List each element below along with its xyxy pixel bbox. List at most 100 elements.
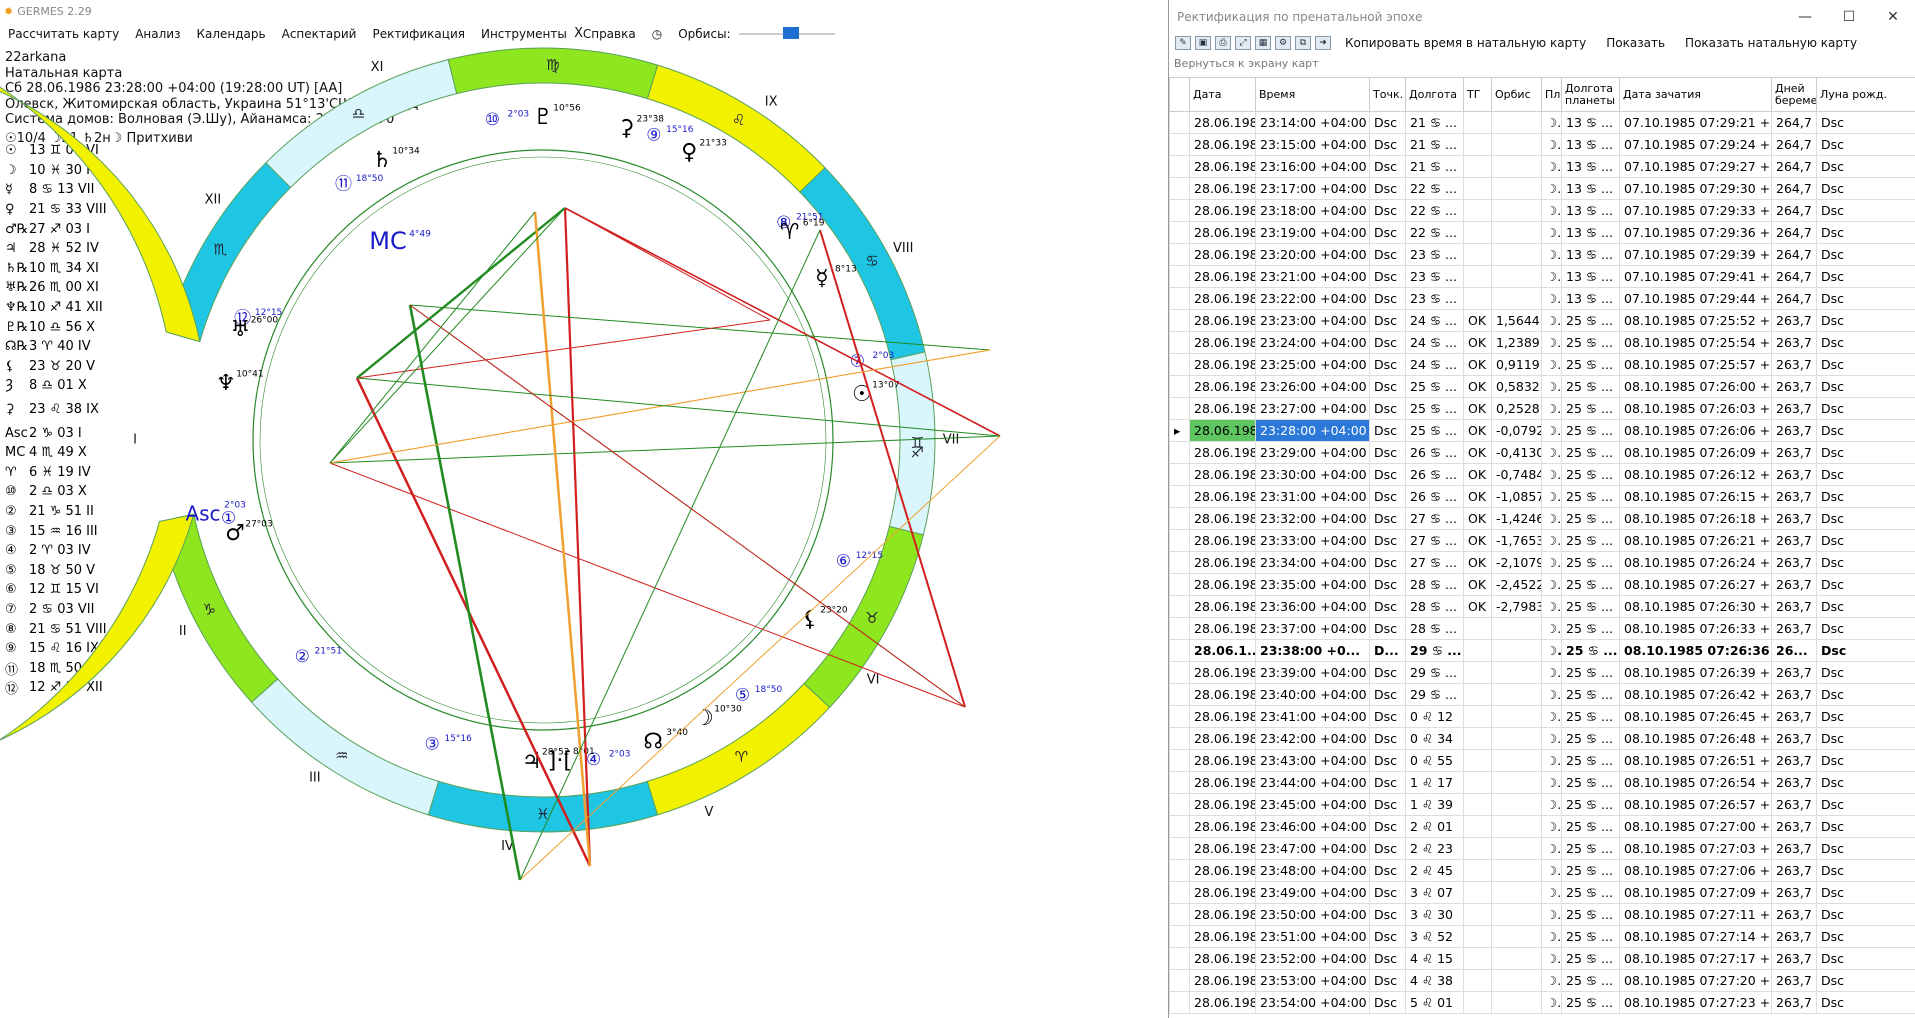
table-cell[interactable]: -2,4522	[1491, 573, 1542, 596]
table-cell[interactable]: 08.10.1985 07:26:57 +04:00	[1619, 793, 1772, 816]
table-cell[interactable]: 25 ♋ ...	[1561, 639, 1620, 662]
table-cell[interactable]: 08.10.1985 07:26:21 +04:00	[1619, 529, 1772, 552]
table-cell[interactable]: ☽.	[1541, 331, 1562, 354]
table-cell[interactable]: 25 ♋ ...	[1561, 551, 1620, 574]
table-cell[interactable]: 263,7	[1771, 903, 1817, 926]
table-cell[interactable]: 23:28:00 +04:00	[1255, 419, 1370, 442]
table-cell[interactable]: 263,7	[1771, 991, 1817, 1014]
table-cell[interactable]: 22 ♋ ...	[1405, 221, 1464, 244]
table-cell[interactable]: 28.06.1986	[1189, 881, 1256, 904]
table-cell[interactable]	[1463, 859, 1492, 882]
table-cell[interactable]: Dsc	[1816, 507, 1915, 530]
table-cell[interactable]: Dsc	[1816, 177, 1915, 200]
table-cell[interactable]: 08.10.1985 07:26:54 +04:00	[1619, 771, 1772, 794]
table-cell[interactable]: 263,7	[1771, 727, 1817, 750]
table-cell[interactable]: 4 ♌ 15	[1405, 947, 1464, 970]
row-indicator[interactable]	[1169, 705, 1190, 728]
table-cell[interactable]: 25 ♋ ...	[1405, 397, 1464, 420]
table-cell[interactable]	[1491, 793, 1542, 816]
table-cell[interactable]: 07.10.1985 07:29:21 +04:00	[1619, 111, 1772, 134]
table-cell[interactable]: ☽.	[1541, 375, 1562, 398]
table-cell[interactable]: 28.06.1986	[1189, 661, 1256, 684]
table-cell[interactable]: 23:17:00 +04:00	[1255, 177, 1370, 200]
table-cell[interactable]: ☽.	[1541, 177, 1562, 200]
table-cell[interactable]: 28.06.1986	[1189, 199, 1256, 222]
table-cell[interactable]	[1491, 683, 1542, 706]
col-planet[interactable]: Пл	[1541, 77, 1562, 112]
table-cell[interactable]	[1463, 903, 1492, 926]
table-cell[interactable]: OK	[1463, 375, 1492, 398]
row-indicator[interactable]	[1169, 243, 1190, 266]
table-cell[interactable]: Dsc	[1369, 881, 1406, 904]
table-cell[interactable]: 21 ♋ ...	[1405, 111, 1464, 134]
table-cell[interactable]	[1463, 265, 1492, 288]
table-cell[interactable]: ☽.	[1541, 573, 1562, 596]
table-cell[interactable]: ☽.	[1541, 111, 1562, 134]
table-cell[interactable]: 4 ♌ 38	[1405, 969, 1464, 992]
minimize-button[interactable]: —	[1798, 8, 1812, 25]
table-cell[interactable]: Dsc	[1816, 419, 1915, 442]
row-indicator[interactable]	[1169, 133, 1190, 156]
table-cell[interactable]: 22 ♋ ...	[1405, 199, 1464, 222]
table-cell[interactable]: Dsc	[1369, 837, 1406, 860]
table-cell[interactable]: Dsc	[1369, 705, 1406, 728]
expand-icon[interactable]: ⤢	[1235, 36, 1251, 50]
table-cell[interactable]: 29 ♋ ...	[1405, 661, 1464, 684]
table-cell[interactable]: ☽.	[1541, 595, 1562, 618]
table-cell[interactable]: ☽.	[1541, 837, 1562, 860]
table-cell[interactable]: 07.10.1985 07:29:44 +04:00	[1619, 287, 1772, 310]
export-icon[interactable]: ➜	[1315, 36, 1331, 50]
row-indicator[interactable]	[1169, 309, 1190, 332]
table-cell[interactable]: Dsc	[1369, 243, 1406, 266]
table-cell[interactable]	[1463, 925, 1492, 948]
table-cell[interactable]	[1463, 683, 1492, 706]
table-cell[interactable]: Dsc	[1816, 947, 1915, 970]
table-cell[interactable]: 28.06.1986	[1189, 683, 1256, 706]
table-cell[interactable]: ☽.	[1541, 353, 1562, 376]
row-indicator[interactable]	[1169, 551, 1190, 574]
table-cell[interactable]: Dsc	[1369, 287, 1406, 310]
table-cell[interactable]: Dsc	[1816, 969, 1915, 992]
table-cell[interactable]: ☽.	[1541, 727, 1562, 750]
table-cell[interactable]: 23:33:00 +04:00	[1255, 529, 1370, 552]
table-cell[interactable]: OK	[1463, 551, 1492, 574]
table-cell[interactable]	[1491, 661, 1542, 684]
table-cell[interactable]: 28.06.1986	[1189, 441, 1256, 464]
table-cell[interactable]: 263,7	[1771, 463, 1817, 486]
table-cell[interactable]: 24 ♋ ...	[1405, 309, 1464, 332]
table-cell[interactable]: 08.10.1985 07:25:54 +04:00	[1619, 331, 1772, 354]
row-indicator[interactable]	[1169, 925, 1190, 948]
table-cell[interactable]: 28.06.1986	[1189, 859, 1256, 882]
table-cell[interactable]	[1463, 749, 1492, 772]
table-cell[interactable]: ☽.	[1541, 705, 1562, 728]
table-cell[interactable]: Dsc	[1369, 441, 1406, 464]
table-cell[interactable]: 25 ♋ ...	[1561, 705, 1620, 728]
row-indicator[interactable]	[1169, 573, 1190, 596]
table-cell[interactable]: 08.10.1985 07:27:11 +04:00	[1619, 903, 1772, 926]
table-cell[interactable]	[1491, 969, 1542, 992]
table-cell[interactable]: 08.10.1985 07:26:24 +04:00	[1619, 551, 1772, 574]
table-cell[interactable]: 263,7	[1771, 551, 1817, 574]
table-cell[interactable]	[1491, 771, 1542, 794]
table-cell[interactable]: OK	[1463, 463, 1492, 486]
table-cell[interactable]: OK	[1463, 507, 1492, 530]
table-cell[interactable]: 29 ♋ ...	[1405, 639, 1464, 662]
row-indicator[interactable]	[1169, 661, 1190, 684]
table-cell[interactable]: ☽.	[1541, 155, 1562, 178]
table-cell[interactable]: ☽.	[1541, 661, 1562, 684]
table-cell[interactable]: -1,0857	[1491, 485, 1542, 508]
table-cell[interactable]: 3 ♌ 07	[1405, 881, 1464, 904]
table-cell[interactable]: 08.10.1985 07:26:33 +04:00	[1619, 617, 1772, 640]
table-cell[interactable]: 263,7	[1771, 441, 1817, 464]
table-cell[interactable]: OK	[1463, 331, 1492, 354]
